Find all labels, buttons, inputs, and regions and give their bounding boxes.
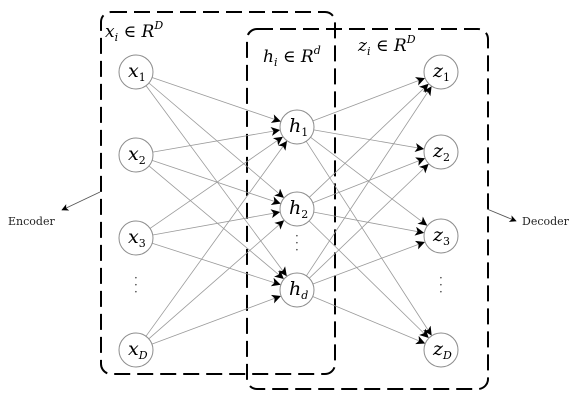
node-x3-circle <box>118 220 154 256</box>
input-ellipsis: ··· <box>134 271 138 299</box>
decoder-label: Decoder <box>522 215 570 228</box>
node-z1-circle <box>423 54 459 90</box>
edge-x2-hd <box>148 165 284 279</box>
node-x3: x3 <box>118 220 154 256</box>
node-z2-label: z2 <box>432 140 450 164</box>
node-h2-label: h2 <box>289 197 308 221</box>
edge-h2-z2 <box>312 157 426 204</box>
node-xD: xD <box>118 332 154 368</box>
node-zD-label: zD <box>432 338 452 362</box>
hidden-space-label: hi ∈ Rd <box>263 44 321 69</box>
node-z3-label: z3 <box>432 224 450 248</box>
node-x1: x1 <box>118 54 154 90</box>
node-xD-circle <box>118 332 154 368</box>
edge-h2-zD <box>308 220 429 339</box>
edge-x2-h1 <box>152 127 281 153</box>
node-x2: x2 <box>118 137 154 173</box>
node-x2-label: x2 <box>128 143 146 167</box>
edge-x2-h2 <box>151 160 281 205</box>
node-z2-circle <box>423 134 459 170</box>
edge-x3-h1 <box>149 136 283 229</box>
hidden-ellipsis: ··· <box>295 229 299 257</box>
edge-x1-h1 <box>151 77 281 123</box>
encoder-pointer-arrow <box>61 191 101 211</box>
edge-h1-zD <box>305 141 432 336</box>
node-hd-circle <box>279 272 315 308</box>
edge-xD-h1 <box>145 140 288 337</box>
node-h1-circle <box>279 109 315 145</box>
encoder-label: Encoder <box>8 215 55 228</box>
output-ellipsis: ··· <box>439 271 443 299</box>
edge-x1-h2 <box>148 82 284 198</box>
node-z3-circle <box>423 218 459 254</box>
node-z1: z1 <box>423 54 459 90</box>
node-x1-circle <box>118 54 154 90</box>
node-xD-label: xD <box>128 338 148 362</box>
edge-hd-z3 <box>312 240 425 285</box>
ellipsis-markers: ··· ··· ··· <box>134 229 443 299</box>
edge-hd-z1 <box>306 86 432 277</box>
encoder-box <box>100 11 336 375</box>
node-z3: z3 <box>423 218 459 254</box>
output-space-label: zi ∈ RD <box>357 33 416 58</box>
network-nodes: x1 x2 x3 xD h1 h2 hd z1 z2 z3 zD <box>118 54 459 368</box>
node-h2: h2 <box>279 191 315 227</box>
connection-edges <box>145 77 432 345</box>
edge-h2-z3 <box>313 211 425 236</box>
decoder-pointer-arrow <box>486 208 517 222</box>
node-z1-label: z1 <box>432 60 450 84</box>
node-x1-label: x1 <box>128 60 146 84</box>
node-x3-label: x3 <box>128 226 146 250</box>
edge-hd-zD <box>312 296 426 345</box>
edge-h2-z1 <box>309 83 429 198</box>
node-z2: z2 <box>423 134 459 170</box>
edge-h1-z2 <box>313 129 425 152</box>
node-x2-circle <box>118 137 154 173</box>
node-zD-circle <box>423 332 459 368</box>
input-space-label: xi ∈ RD <box>105 19 163 44</box>
node-h1: h1 <box>279 109 315 145</box>
node-hd-label: hd <box>289 278 308 302</box>
node-h2-circle <box>279 191 315 227</box>
edge-xD-hd <box>151 294 281 345</box>
edge-xD-h2 <box>148 220 285 340</box>
node-h1-label: h1 <box>289 115 308 139</box>
node-zD: zD <box>423 332 459 368</box>
edge-x3-hd <box>152 242 281 287</box>
node-hd: hd <box>279 272 315 308</box>
edge-h1-z1 <box>312 77 426 122</box>
edge-hd-z2 <box>309 163 429 279</box>
edge-x3-h2 <box>152 209 281 236</box>
edge-x1-hd <box>145 85 287 277</box>
